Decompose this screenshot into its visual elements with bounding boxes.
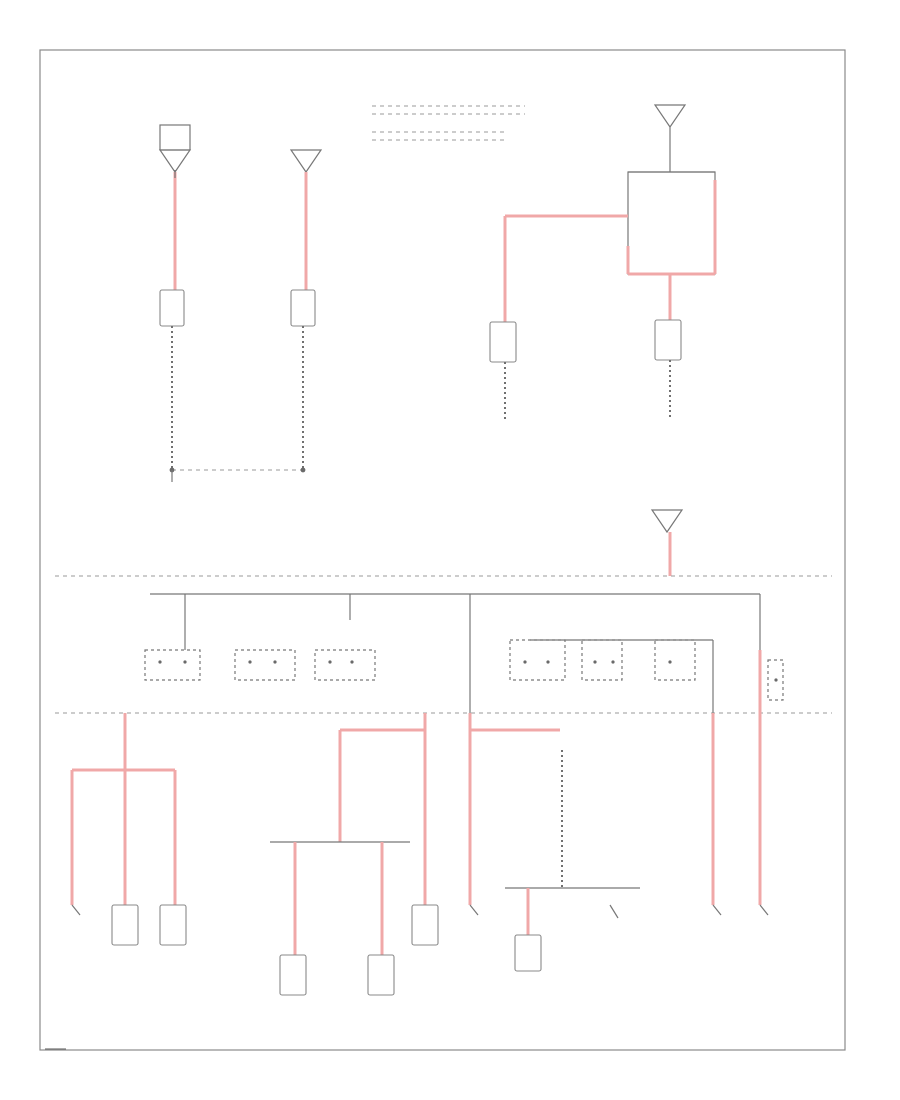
switch-1	[71, 904, 81, 916]
terminal-11	[668, 660, 672, 664]
terminal-7	[523, 660, 527, 664]
terminal-6	[350, 660, 354, 664]
load-4	[367, 954, 395, 996]
load-2	[159, 904, 187, 946]
switch-4	[712, 904, 722, 916]
fuse-block	[55, 509, 832, 714]
fuse-triangle-4	[650, 509, 684, 534]
terminal-5	[328, 660, 332, 664]
terminal-8	[546, 660, 550, 664]
fuse-module-2	[234, 649, 296, 681]
load-1	[111, 904, 139, 946]
load-5	[411, 904, 439, 946]
load-3	[279, 954, 307, 996]
relay-module-4	[767, 659, 784, 701]
ground-splice-2	[300, 467, 306, 473]
fuse-triangle-2	[289, 149, 323, 174]
switch-3	[609, 904, 619, 919]
load-6	[514, 934, 542, 972]
relay-module-1	[509, 639, 566, 681]
fuse-triangle-1	[158, 149, 192, 174]
component-3	[489, 321, 517, 363]
top-right-circuit	[489, 104, 717, 420]
fuse-label-box-1	[159, 124, 191, 151]
note-block	[372, 105, 525, 141]
terminal-3	[248, 660, 252, 664]
fuse-module-3	[314, 649, 376, 681]
top-left-circuit	[158, 124, 323, 482]
terminal-2	[183, 660, 187, 664]
relay-box	[627, 171, 716, 275]
fuse-module-1	[144, 649, 201, 681]
relay-module-3	[654, 639, 696, 681]
component-1	[159, 289, 185, 327]
switch-5	[759, 904, 769, 916]
diagram-frame	[39, 49, 846, 1051]
component-2	[290, 289, 316, 327]
fuse-triangle-3	[653, 104, 687, 129]
component-4	[654, 319, 682, 361]
terminal-12	[774, 678, 778, 682]
switch-2	[469, 904, 479, 916]
relay-module-2	[581, 639, 623, 681]
terminal-1	[158, 660, 162, 664]
terminal-10	[611, 660, 615, 664]
terminal-9	[593, 660, 597, 664]
terminal-4	[273, 660, 277, 664]
load-branches	[70, 650, 769, 996]
